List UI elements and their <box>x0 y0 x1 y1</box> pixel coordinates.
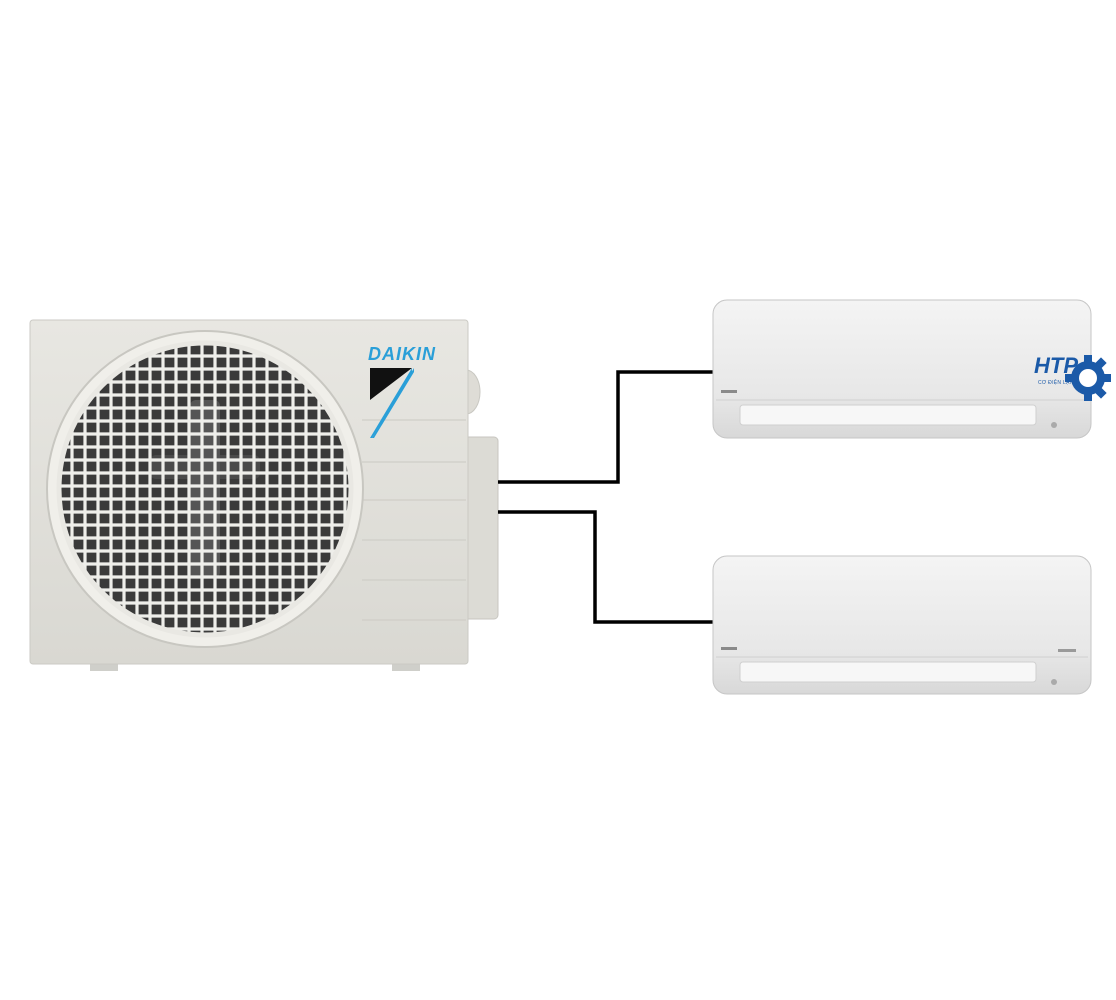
indoor-badge <box>721 647 737 650</box>
indoor-unit-bottom <box>712 555 1092 695</box>
outdoor-unit <box>29 319 499 671</box>
brand-logo: DAIKIN <box>368 344 464 364</box>
indoor-sensor <box>1051 679 1057 685</box>
pipe-bottom <box>498 510 716 624</box>
watermark: HTP CƠ ĐIỆN LẠNH <box>1032 350 1110 404</box>
grille-rim <box>56 340 354 638</box>
pipe-top <box>498 370 716 484</box>
gear-icon <box>1065 355 1111 401</box>
daikin-logo-mark <box>370 368 414 438</box>
indoor-label <box>1058 649 1076 652</box>
watermark-text: HTP <box>1034 353 1078 378</box>
indoor-sensor <box>1051 422 1057 428</box>
indoor-unit-top <box>712 299 1092 439</box>
refrigerant-lines <box>498 370 716 624</box>
brand-name: DAIKIN <box>368 344 436 364</box>
indoor-badge <box>721 390 737 393</box>
watermark-subtext: CƠ ĐIỆN LẠNH <box>1038 380 1078 386</box>
panel-lines <box>362 419 466 621</box>
